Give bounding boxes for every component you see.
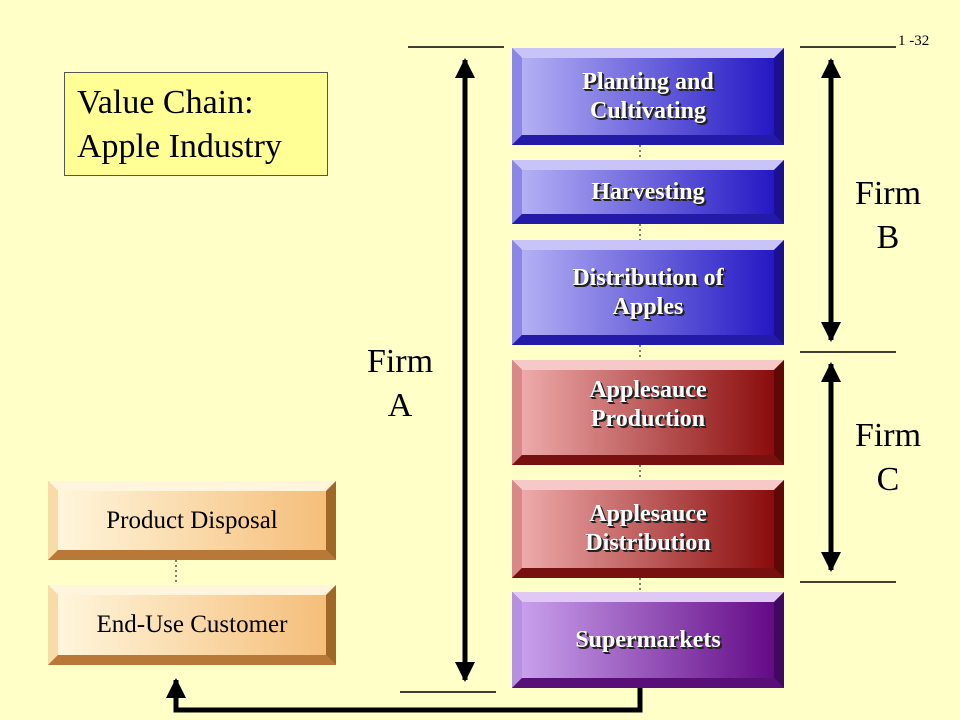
stage-label-supermarkets: Supermarkets — [575, 626, 721, 653]
end-use-customer-label: End-Use Customer — [96, 611, 288, 638]
stage-box-distribution — [512, 240, 784, 345]
firm-a-bracket — [400, 46, 504, 693]
diagram-title: Value Chain: Apple Industry — [64, 72, 328, 176]
stage-box-supermarkets — [512, 592, 784, 688]
firm-a-label: Firm A — [366, 343, 434, 424]
stage-box-applesauce-production — [512, 360, 784, 465]
stage-box-applesauce-distribution — [512, 480, 784, 578]
stage-connectors — [175, 145, 641, 592]
firm-b-label: Firm B — [854, 175, 922, 256]
firm-c-bracket — [800, 362, 896, 583]
page-number: 1 -32 — [898, 33, 930, 49]
stage-box-planting — [512, 48, 784, 145]
product-disposal-box — [48, 481, 336, 560]
supermarket-to-customer-arrow — [166, 678, 643, 713]
product-disposal-label: Product Disposal — [106, 506, 278, 534]
stage-label-harvesting: Harvesting — [591, 178, 705, 205]
title-line-2: Apple Industry — [77, 128, 282, 165]
title-line-1: Value Chain: — [77, 84, 254, 121]
end-use-customer-box — [48, 585, 336, 665]
stage-box-harvesting — [512, 160, 784, 224]
firm-b-bracket — [800, 46, 896, 353]
firm-c-label: Firm C — [854, 417, 922, 498]
